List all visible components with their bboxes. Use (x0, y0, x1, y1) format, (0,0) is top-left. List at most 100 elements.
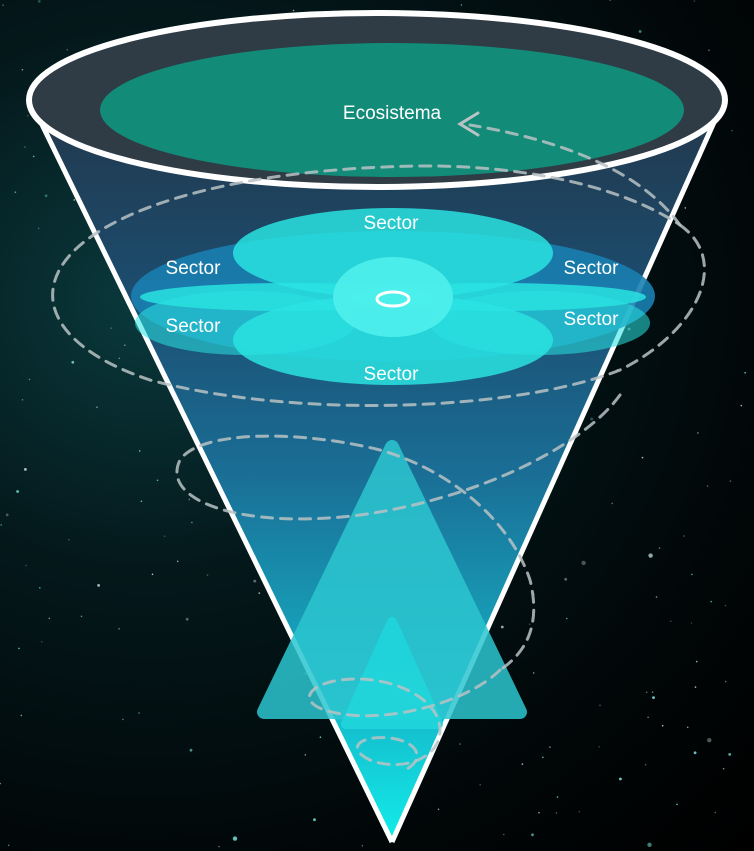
star-speck (502, 833, 505, 836)
star-speck (590, 417, 594, 421)
star-speck (531, 833, 534, 837)
star-speck (66, 49, 69, 51)
petal-right-lower (430, 291, 650, 355)
sector-label-top: Sector (364, 213, 420, 234)
star-speck (313, 818, 316, 822)
star-speck (437, 808, 440, 811)
star-speck (24, 146, 26, 148)
star-speck (652, 696, 655, 699)
star-speck (292, 9, 295, 12)
star-speck (724, 680, 727, 683)
star-speck (479, 783, 482, 786)
star-speck (218, 845, 220, 848)
sector-label-right-upper: Sector (564, 258, 620, 279)
orbit-to-ecosystem-arrow (468, 123, 682, 227)
center-ring-icon (375, 290, 411, 308)
star-speck (41, 641, 43, 643)
star-speck (538, 811, 540, 814)
star-speck (39, 587, 41, 589)
sector-label-bottom: Sector (364, 364, 420, 385)
star-speck (728, 753, 732, 756)
star-speck (0, 782, 1, 785)
star-speck (319, 736, 322, 738)
star-speck (542, 756, 544, 759)
star-speck (18, 647, 20, 650)
star-speck (459, 743, 461, 745)
star-speck (555, 812, 558, 814)
star-speck (156, 479, 159, 482)
sector-label-right-lower: Sector (564, 309, 620, 330)
star-speck (37, 227, 40, 230)
star-speck (684, 207, 687, 209)
star-speck (706, 485, 709, 487)
arrow-up-inner-shape (341, 617, 443, 729)
star-speck (460, 4, 463, 6)
star-speck (647, 716, 649, 719)
star-speck (138, 450, 141, 452)
orbit-dashed-lines (51, 111, 706, 772)
star-speck (0, 524, 2, 526)
star-speck (651, 691, 654, 693)
star-speck (658, 547, 661, 549)
star-speck (581, 560, 586, 566)
star-speck (641, 456, 644, 459)
star-speck (163, 535, 166, 537)
star-speck (2, 4, 4, 6)
star-speck (556, 796, 559, 798)
star-speck (694, 686, 697, 688)
star-speck (645, 691, 648, 694)
sector-petals (135, 208, 650, 385)
star-speck (140, 500, 143, 503)
star-speck (708, 49, 710, 51)
star-speck (96, 406, 98, 409)
star-speck (27, 114, 29, 117)
star-speck (124, 344, 126, 347)
star-speck (253, 579, 257, 583)
orbit-middle (175, 393, 622, 672)
star-speck (21, 68, 24, 71)
star-speck (707, 738, 712, 743)
star-speck (304, 754, 307, 756)
star-speck (549, 746, 551, 748)
petal-core (333, 257, 453, 337)
star-speck (731, 129, 733, 132)
star-speck (21, 399, 24, 401)
petal-left-lower (135, 291, 355, 355)
star-speck (710, 600, 712, 603)
star-speck (564, 577, 568, 581)
star-speck (686, 726, 689, 729)
star-speck (598, 746, 600, 748)
star-speck (44, 194, 48, 198)
star-speck (361, 844, 364, 847)
orbit-lower (308, 668, 502, 767)
star-speck (697, 432, 699, 434)
star-speck (683, 535, 685, 537)
star-speck (532, 672, 535, 674)
star-speck (118, 357, 121, 360)
star-speck (648, 553, 653, 558)
star-speck (7, 844, 10, 847)
star-speck (691, 573, 693, 576)
sector-label-left-upper: Sector (166, 258, 222, 279)
star-speck (258, 592, 261, 594)
star-speck (655, 596, 658, 598)
star-speck (676, 803, 678, 806)
star-speck (97, 584, 100, 587)
star-speck (20, 714, 23, 717)
star-speck (25, 564, 27, 567)
star-speck (16, 490, 19, 493)
star-speck (528, 623, 531, 626)
star-speck (566, 617, 568, 620)
star-speck (32, 155, 35, 158)
star-speck (206, 574, 209, 576)
star-speck (695, 660, 698, 663)
star-speck (661, 724, 664, 727)
star-speck (724, 604, 727, 607)
star-speck (188, 498, 191, 501)
star-speck (71, 360, 75, 364)
sector-label-left-lower: Sector (166, 316, 222, 337)
star-speck (611, 502, 613, 505)
star-speck (693, 751, 697, 755)
